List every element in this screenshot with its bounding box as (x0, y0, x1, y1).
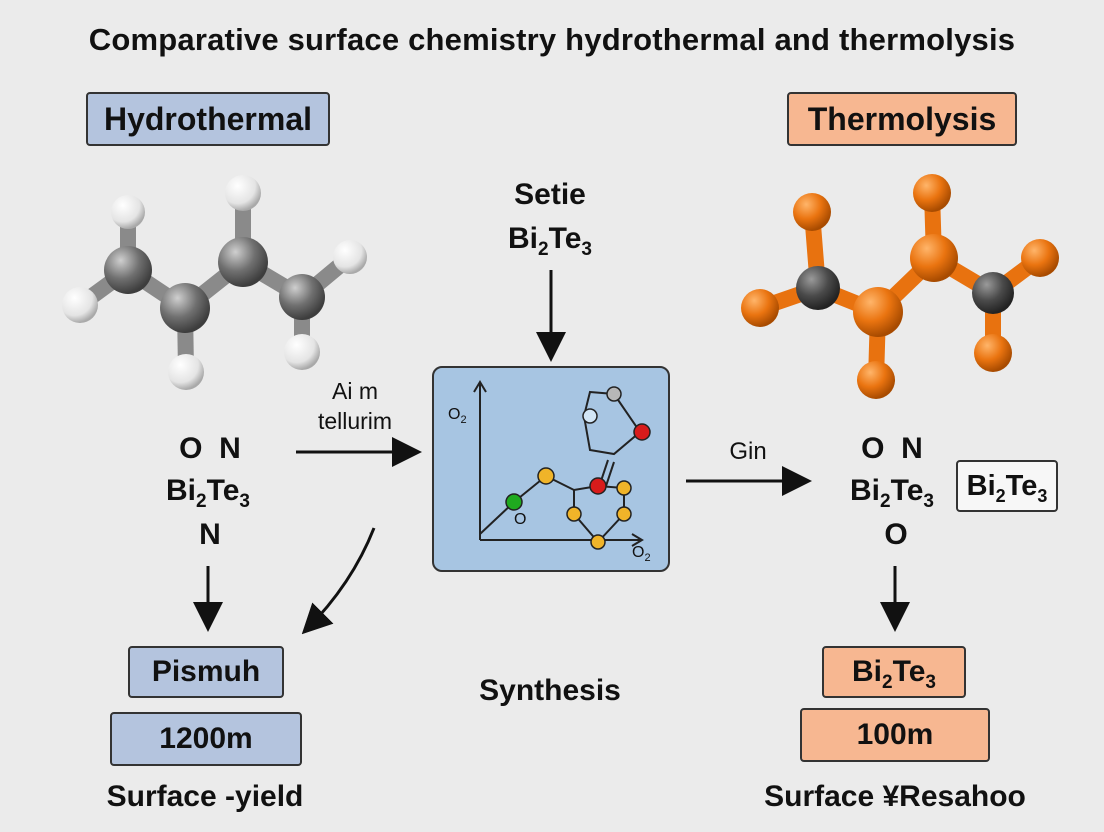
right-formula-mid: Bi2Te3 (850, 474, 934, 512)
thermolysis-header: Thermolysis (787, 92, 1017, 146)
hydrothermal-molecule (62, 175, 367, 390)
right-result-box: Bi2Te3 (822, 646, 966, 698)
hydrothermal-header: Hydrothermal (86, 92, 330, 146)
right-value-box: 100m (800, 708, 990, 762)
page-title: Comparative surface chemistry hydrotherm… (88, 22, 1016, 57)
center-top-formula: Bi2Te3 (508, 222, 592, 260)
axis-point-label: O (514, 511, 527, 528)
panel-sketch (473, 380, 651, 550)
left-result-box: Pismuh (128, 646, 284, 698)
arrow-left-label-2: tellurim (317, 408, 393, 434)
center-top-label: Setie (514, 178, 586, 211)
synthesis-label: Synthesis (479, 674, 621, 707)
arrow-left-label-1: Ai m (332, 378, 378, 404)
thermolysis-molecule (741, 174, 1059, 399)
axis-y-label: O2 (448, 406, 467, 427)
right-footer: Surface ¥Resahoo (764, 780, 1026, 813)
left-value-box: 1200m (110, 712, 302, 766)
left-footer: Surface -yield (106, 780, 304, 813)
left-formula-bottom: N (199, 518, 221, 551)
arrow-curved (301, 527, 376, 635)
center-panel: O2 O2 O (432, 366, 670, 572)
left-formula-top: O N (179, 432, 241, 465)
left-formula-mid: Bi2Te3 (166, 474, 250, 512)
right-formula-top: O N (861, 432, 923, 465)
axis-x-label: O2 (632, 544, 651, 565)
right-formula-bottom: O (884, 518, 908, 551)
right-side-formula-box: Bi2Te3 (956, 460, 1058, 512)
arrow-right-label: Gin (729, 438, 767, 465)
